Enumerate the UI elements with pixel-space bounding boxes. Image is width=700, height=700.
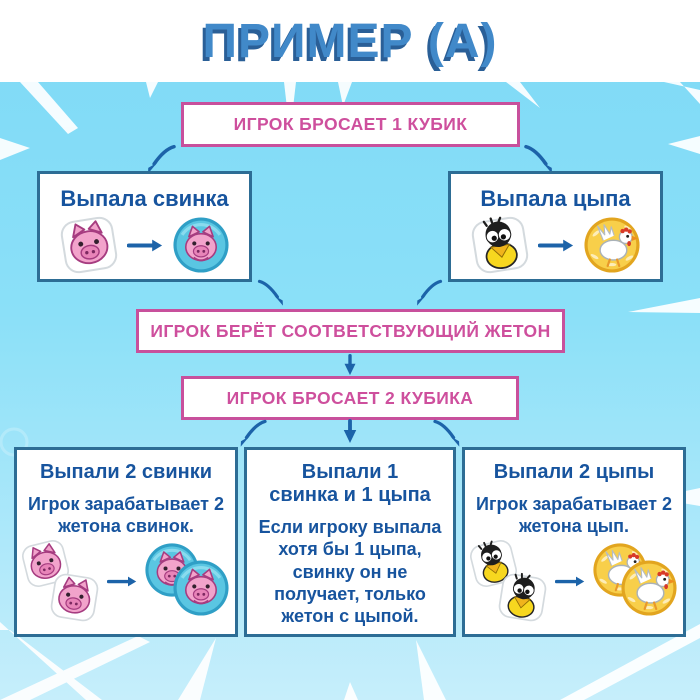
outcome-pig-and-chick: Выпали 1 свинка и 1 цыпа Если игроку вып… [244, 447, 456, 637]
step-roll-two-dice-label: ИГРОК БРОСАЕТ 2 КУБИКА [226, 387, 474, 408]
arrow-down-left-icon [239, 419, 267, 447]
arrow-down-icon [342, 354, 358, 376]
step-roll-two-dice: ИГРОК БРОСАЕТ 2 КУБИКА [181, 376, 519, 420]
outcome-header: Выпали 1 свинка и 1 цыпа [269, 461, 431, 506]
outcome-header: Выпали 2 свинки [39, 461, 213, 483]
step-take-token-label: ИГРОК БЕРЁТ СООТВЕТСТВУЮЩИЙ ЖЕТОН [150, 320, 551, 341]
chick-dice-pair-icon [467, 537, 550, 624]
chick-token-pair-icon [590, 541, 680, 622]
outcome-two-chicks-graphics [465, 537, 683, 624]
arrow-down-right-icon [433, 419, 461, 447]
arrow-down-right-icon [524, 144, 554, 174]
outcome-body: Игрок зарабатывает 2 жетона цып. [476, 494, 672, 537]
arrow-down-icon [342, 419, 358, 444]
chick-token-icon [582, 216, 641, 274]
arrow-down-left-icon [146, 144, 176, 174]
branch-pig-graphics [40, 214, 249, 276]
arrow-right-icon [127, 238, 163, 253]
branch-rolled-pig: Выпала свинка [37, 171, 252, 282]
outcome-body: Игрок зарабатывает 2 жетона свинок. [28, 494, 224, 537]
arrow-right-icon [538, 238, 574, 253]
outcome-two-chicks: Выпали 2 цыпы Игрок зарабатывает 2 жетон… [462, 447, 686, 637]
chick-die-icon [469, 214, 530, 276]
arrow-right-icon [107, 575, 137, 589]
title-bar: ПРИМЕР (А) [0, 0, 700, 82]
page-title: ПРИМЕР (А) [202, 14, 498, 68]
arrow-down-right-icon [257, 279, 285, 306]
pig-token-icon [172, 216, 230, 274]
branch-chick-graphics [451, 214, 660, 276]
step-roll-one-die-label: ИГРОК БРОСАЕТ 1 КУБИК [233, 114, 468, 134]
arrow-down-left-icon [415, 279, 443, 306]
outcome-body: Если игроку выпала хотя бы 1 цыпа, свинк… [258, 517, 442, 627]
outcome-two-pigs-graphics [17, 537, 235, 624]
pig-die-icon [58, 214, 119, 276]
arrow-right-icon [555, 575, 585, 589]
branch-header: Выпала цыпа [480, 186, 631, 211]
outcome-two-pigs: Выпали 2 свинки Игрок зарабатывает 2 жет… [14, 447, 238, 637]
step-roll-one-die: ИГРОК БРОСАЕТ 1 КУБИК [181, 102, 520, 147]
step-take-token: ИГРОК БЕРЁТ СООТВЕТСТВУЮЩИЙ ЖЕТОН [136, 309, 565, 353]
branch-rolled-chick: Выпала цыпа [448, 171, 663, 282]
pig-token-pair-icon [142, 542, 232, 622]
outcome-header: Выпали 2 цыпы [493, 461, 655, 483]
branch-header: Выпала свинка [60, 186, 229, 211]
pig-dice-pair-icon [19, 537, 102, 624]
